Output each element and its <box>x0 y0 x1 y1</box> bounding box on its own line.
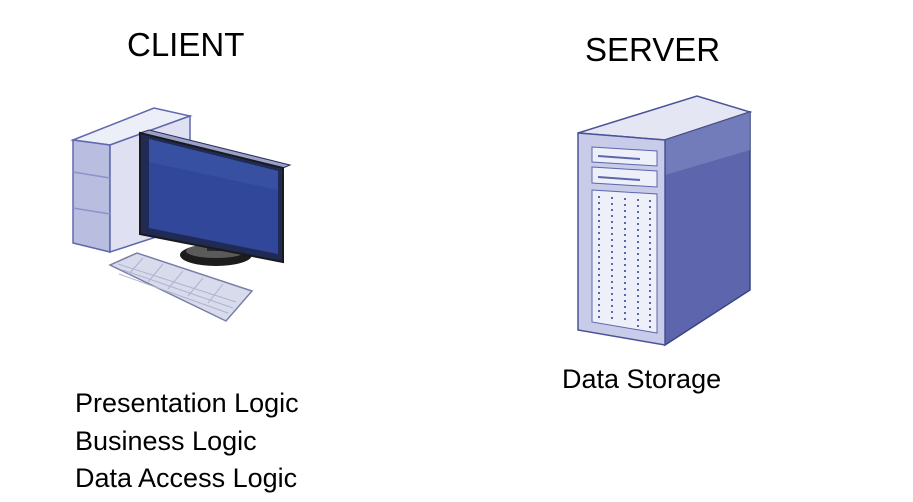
server-heading: SERVER <box>585 31 721 68</box>
client-logic-data-access: Data Access Logic <box>75 463 298 493</box>
client-logic-presentation: Presentation Logic <box>75 388 299 418</box>
server-logic-data-storage: Data Storage <box>562 364 722 394</box>
client-logic-business: Business Logic <box>75 426 257 456</box>
client-heading: CLIENT <box>127 26 245 63</box>
